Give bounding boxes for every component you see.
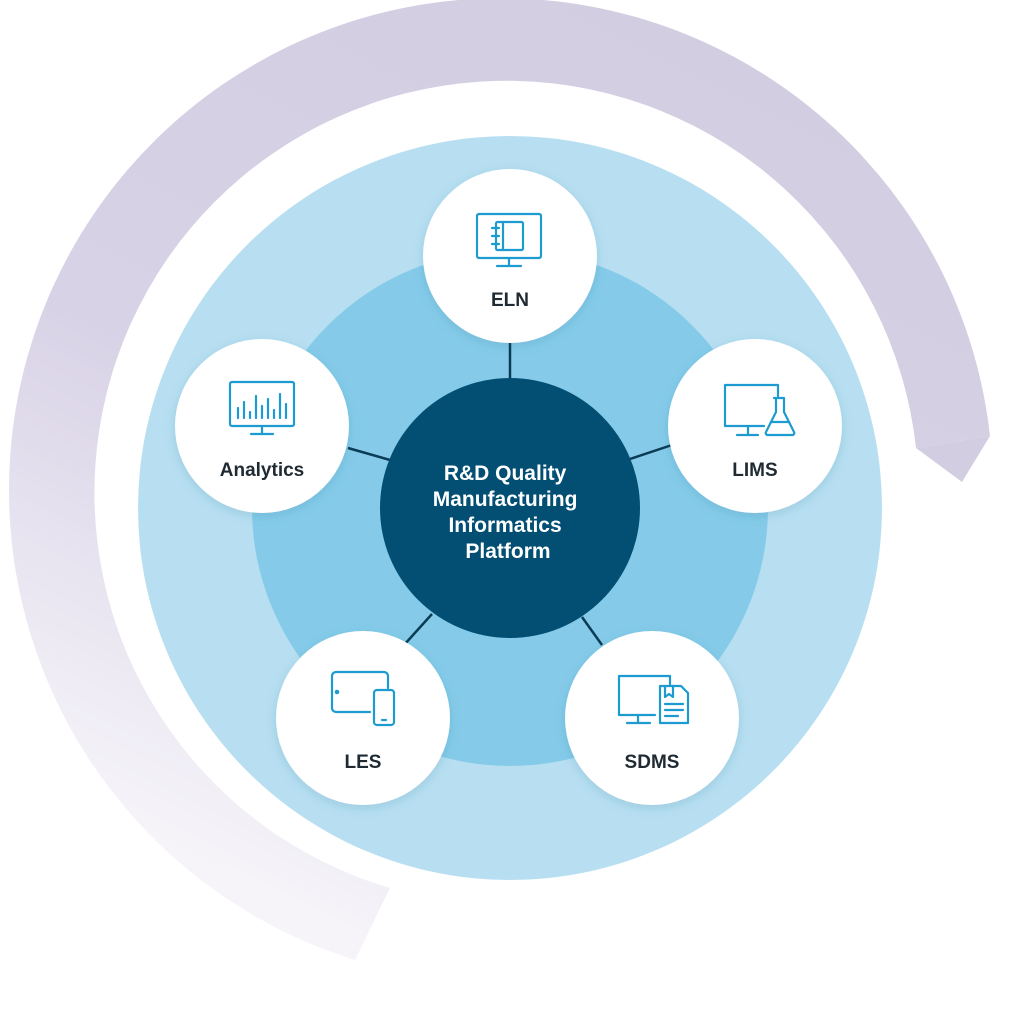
monitor-document-icon xyxy=(617,674,690,725)
module-label-les: LES xyxy=(345,752,382,773)
bar-chart-monitor-icon xyxy=(228,380,296,436)
notebook-monitor-icon xyxy=(475,212,543,268)
platform-title: R&D Quality Manufacturing Informatics Pl… xyxy=(433,462,584,563)
monitor-flask-icon xyxy=(723,383,796,437)
platform-title-line-1: R&D Quality xyxy=(444,462,567,485)
module-node-les: LES xyxy=(276,631,450,805)
connector-sdms xyxy=(580,616,604,646)
platform-title-line-3: Informatics xyxy=(448,514,561,537)
les-node-circle xyxy=(276,631,450,805)
module-node-lims: LIMS xyxy=(668,339,842,513)
tablet-phone-icon xyxy=(330,670,396,727)
sdms-node-circle xyxy=(565,631,739,805)
connector-lims xyxy=(629,443,673,461)
module-label-lims: LIMS xyxy=(732,460,777,481)
module-label-eln: ELN xyxy=(491,290,529,311)
eln-node-circle xyxy=(423,169,597,343)
platform-title-line-2: Manufacturing xyxy=(433,488,578,511)
module-node-analytics: Analytics xyxy=(175,339,349,513)
module-node-eln: ELN xyxy=(423,169,597,343)
module-label-analytics: Analytics xyxy=(220,460,304,481)
module-node-sdms: SDMS xyxy=(565,631,739,805)
connector-les xyxy=(403,613,433,646)
module-label-sdms: SDMS xyxy=(625,752,680,773)
platform-title-line-4: Platform xyxy=(465,540,550,563)
platform-hub: R&D Quality Manufacturing Informatics Pl… xyxy=(380,378,640,638)
platform-circle xyxy=(380,378,640,638)
connector-analytics xyxy=(347,446,391,462)
connectors xyxy=(347,340,673,646)
decorative-arc-tip xyxy=(916,436,990,482)
